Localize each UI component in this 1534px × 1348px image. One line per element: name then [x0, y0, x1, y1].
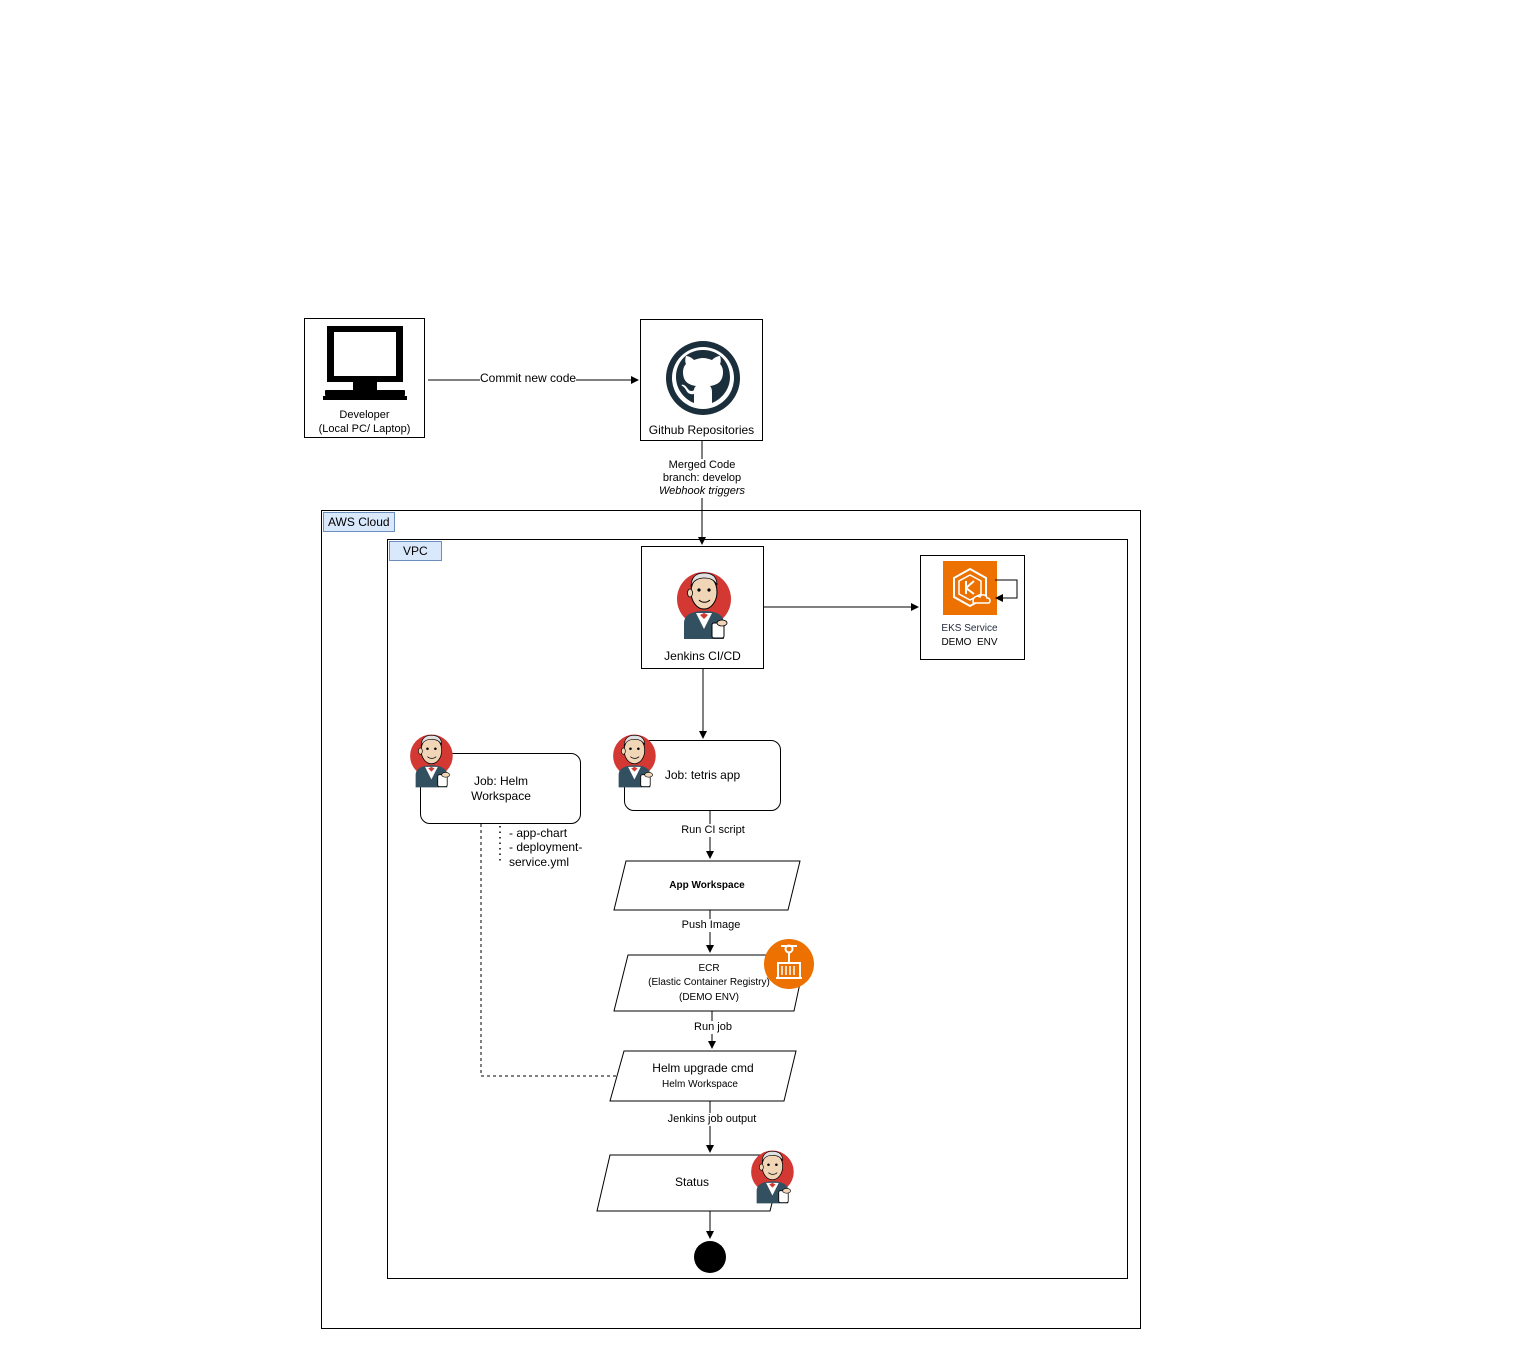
eks-label-line1: EKS Service — [941, 623, 998, 634]
app-workspace-label: App Workspace — [669, 880, 745, 891]
status-label: Status — [674, 1175, 710, 1189]
helm-file-2: - deployment- — [509, 840, 583, 854]
developer-node[interactable]: Developer (Local PC/ Laptop) — [304, 318, 425, 438]
aws-cloud-label: AWS Cloud — [323, 512, 395, 532]
edge-helm-dashed — [480, 824, 622, 1077]
run-job-label: Run job — [680, 1021, 746, 1034]
vpc-group — [387, 539, 1128, 1279]
jenkins-label: Jenkins CI/CD — [664, 649, 741, 663]
status-shape — [596, 1154, 785, 1212]
ecr-label-line3: (DEMO ENV) — [679, 992, 739, 1003]
app-workspace-shape — [613, 860, 801, 911]
developer-label-line2: (Local PC/ Laptop) — [318, 423, 411, 435]
helm-cmd-label-line1: Helm upgrade cmd — [652, 1061, 754, 1075]
tetris-job-jenkins-icon — [613, 734, 656, 788]
helm-job-jenkins-icon — [410, 734, 453, 788]
merged-label-line3: Webhook triggers — [652, 485, 752, 498]
helm-job-label-line2: Workspace — [471, 789, 531, 803]
helm-job-label-line1: Job: Helm — [473, 774, 529, 788]
merged-label-line1: Merged Code — [652, 459, 752, 472]
helm-file-1: - app-chart — [509, 826, 568, 840]
jenkins-node[interactable]: Jenkins CI/CD — [641, 546, 764, 669]
ecr-label-line2: (Elastic Container Registry) — [648, 977, 770, 988]
merged-label-line2: branch: develop — [652, 472, 752, 485]
vpc-label: VPC — [389, 541, 442, 561]
helm-cmd-shape — [609, 1050, 797, 1102]
tetris-job-label: Job: tetris app — [664, 768, 741, 782]
eks-node[interactable]: EKS Service DEMO ENV — [920, 555, 1025, 660]
eks-icon — [943, 561, 999, 615]
eks-label-line2: DEMO ENV — [941, 637, 998, 648]
run-ci-label: Run CI script — [660, 824, 766, 837]
status-jenkins-icon — [751, 1150, 794, 1204]
jenkins-icon — [677, 572, 731, 639]
jenkins-output-label: Jenkins job output — [650, 1113, 774, 1126]
edge-commit-label: Commit new code — [480, 371, 577, 385]
eks-loop-arrow — [995, 579, 1018, 602]
push-image-label: Push Image — [660, 919, 762, 932]
ecr-shape — [613, 954, 807, 1012]
aws-cloud-group — [321, 510, 1141, 1329]
ecr-icon — [764, 939, 814, 989]
github-label: Github Repositories — [648, 423, 755, 437]
helm-cmd-label-line2: Helm Workspace — [662, 1079, 738, 1090]
monitor-icon — [323, 326, 407, 400]
github-icon — [666, 341, 740, 415]
ecr-label-line1: ECR — [698, 963, 720, 974]
developer-label-line1: Developer — [339, 409, 390, 421]
github-node[interactable]: Github Repositories — [640, 319, 763, 441]
end-node-icon — [694, 1241, 726, 1273]
helm-file-3: service.yml — [509, 855, 570, 869]
